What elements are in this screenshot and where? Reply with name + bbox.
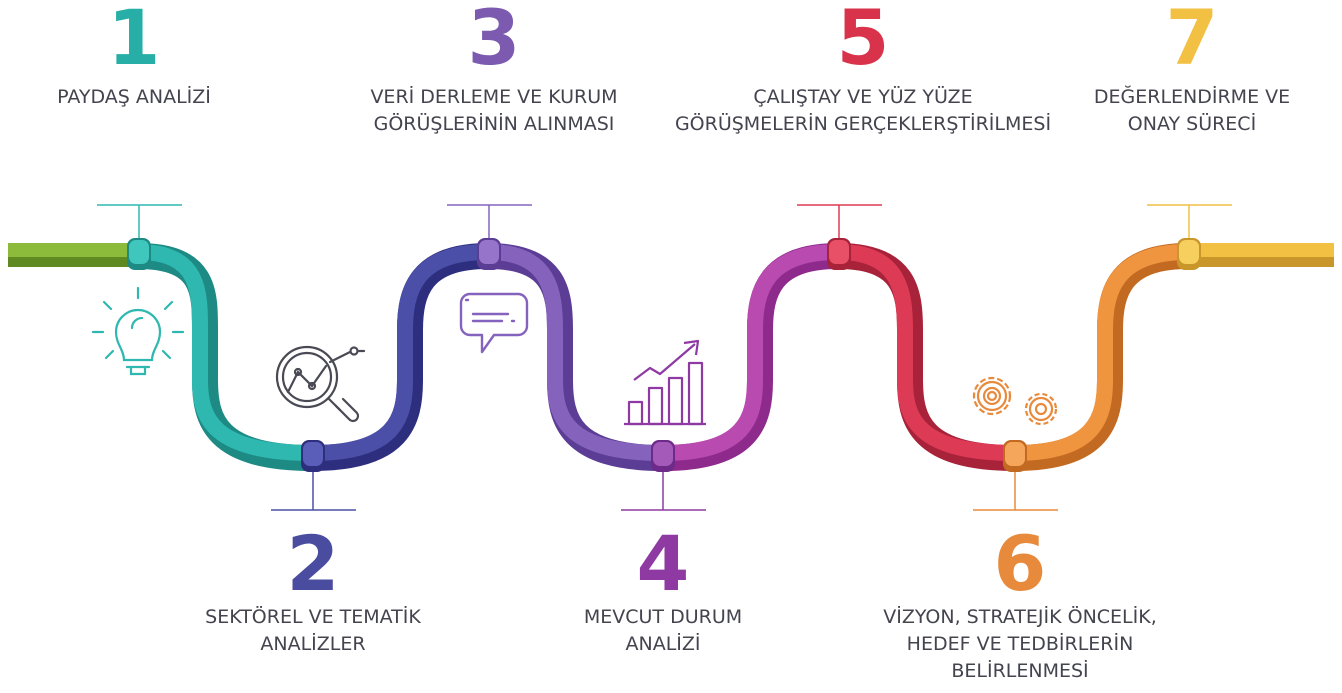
- step-number: 6: [993, 519, 1047, 608]
- magnifier-chart-icon: [275, 345, 366, 423]
- pipe-segment-3: [487, 243, 664, 471]
- step-label-line: ANALİZİ: [625, 633, 701, 655]
- step-label-line: GÖRÜŞMELERİN GERÇEKLERŞTİRİLMESİ: [674, 113, 1052, 135]
- pipe-segment-5: [837, 243, 1016, 471]
- step-5: 5 ÇALIŞTAY VE YÜZ YÜZE GÖRÜŞMELERİN GERÇ…: [651, 0, 1075, 138]
- pipe-segment-4: [662, 243, 839, 471]
- step-3: 3 VERİ DERLEME VE KURUM GÖRÜŞLERİNİN ALI…: [339, 0, 649, 138]
- node-tick-2: [271, 470, 356, 511]
- step-2: 2 SEKTÖREL VE TEMATİK ANALİZLER: [168, 526, 458, 658]
- gears-icon: [972, 376, 1058, 426]
- entry-band: [8, 243, 138, 267]
- step-number: 2: [286, 519, 340, 608]
- step-label-line: ANALİZLER: [260, 633, 366, 655]
- step-label-line: DEĞERLENDİRME VE: [1093, 86, 1291, 108]
- step-label-line: GÖRÜŞLERİNİN ALINMASI: [373, 113, 615, 135]
- step-label: PAYDAŞ ANALİZİ: [29, 84, 239, 111]
- node-tick-6: [973, 470, 1058, 511]
- bar-chart-growth-icon: [624, 339, 706, 426]
- step-label-line: VERİ DERLEME VE KURUM: [370, 86, 618, 108]
- step-number: 1: [107, 0, 161, 82]
- node-4: [651, 440, 675, 472]
- node-tick-1: [97, 204, 182, 238]
- step-number: 3: [467, 0, 521, 82]
- step-label-line: MEVCUT DURUM: [583, 606, 743, 628]
- pipe-segment-1: [137, 243, 314, 471]
- node-tick-7: [1147, 204, 1232, 238]
- step-label: VERİ DERLEME VE KURUM GÖRÜŞLERİNİN ALINM…: [339, 84, 649, 138]
- step-number: 4: [636, 519, 690, 608]
- step-number: 7: [1165, 0, 1219, 82]
- step-7: 7 DEĞERLENDİRME VE ONAY SÜRECİ: [1082, 0, 1302, 138]
- node-tick-3: [447, 204, 532, 238]
- node-5: [827, 238, 851, 270]
- step-label: SEKTÖREL VE TEMATİK ANALİZLER: [168, 604, 458, 658]
- pipe-segment-2: [312, 243, 489, 471]
- node-tick-5: [797, 204, 882, 238]
- step-label-line: ONAY SÜRECİ: [1127, 113, 1257, 135]
- step-1: 1 PAYDAŞ ANALİZİ: [29, 0, 239, 111]
- step-label-line: VİZYON, STRATEJİK ÖNCELİK,: [883, 606, 1157, 628]
- step-label-line: ÇALIŞTAY VE YÜZ YÜZE: [753, 86, 973, 108]
- step-label-line: BELİRLENMESİ: [951, 660, 1089, 682]
- step-4: 4 MEVCUT DURUM ANALİZİ: [563, 526, 763, 658]
- step-label-line: HEDEF VE TEDBİRLERİN: [906, 633, 1134, 655]
- node-3: [477, 238, 501, 270]
- pipe-segment-6: [1014, 243, 1189, 471]
- step-6: 6 VİZYON, STRATEJİK ÖNCELİK, HEDEF VE TE…: [872, 526, 1168, 685]
- node-6: [1003, 440, 1027, 472]
- step-label: ÇALIŞTAY VE YÜZ YÜZE GÖRÜŞMELERİN GERÇEK…: [651, 84, 1075, 138]
- step-label-line: SEKTÖREL VE TEMATİK: [205, 606, 421, 628]
- exit-band: [1188, 243, 1334, 267]
- lightbulb-icon: [91, 286, 185, 376]
- node-1: [127, 238, 151, 270]
- step-label: VİZYON, STRATEJİK ÖNCELİK, HEDEF VE TEDB…: [872, 604, 1168, 685]
- node-2: [301, 440, 325, 472]
- node-tick-4: [621, 470, 706, 511]
- speech-bubble-icon: [459, 292, 529, 354]
- step-label: DEĞERLENDİRME VE ONAY SÜRECİ: [1082, 84, 1302, 138]
- step-label: MEVCUT DURUM ANALİZİ: [563, 604, 763, 658]
- node-7: [1177, 238, 1201, 270]
- step-label-line: PAYDAŞ ANALİZİ: [57, 86, 211, 108]
- step-number: 5: [836, 0, 890, 82]
